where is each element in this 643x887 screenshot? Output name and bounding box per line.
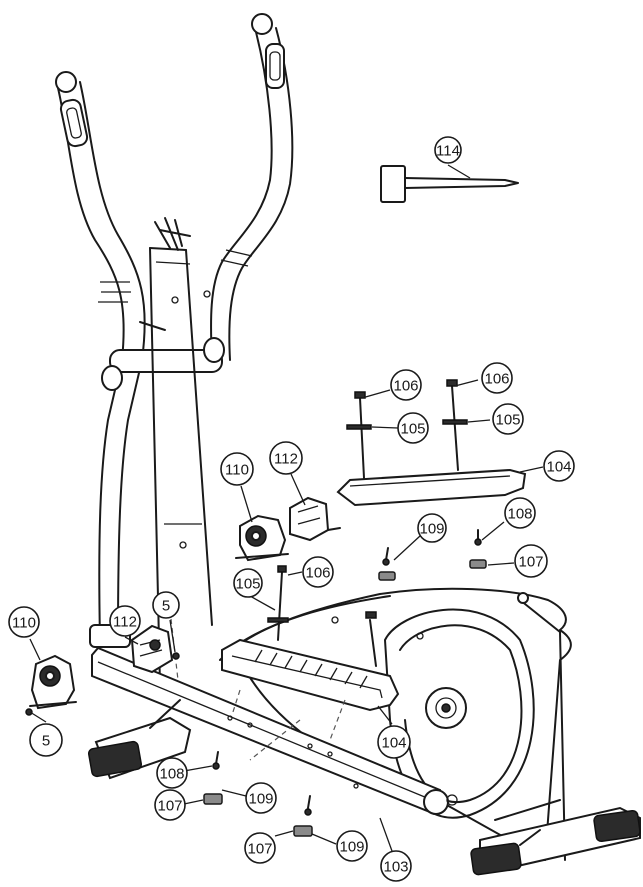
callout-107c: 107	[244, 832, 276, 864]
right-handlebar	[210, 13, 294, 361]
hammer-tool	[380, 165, 519, 203]
callout-112a-label: 112	[274, 451, 298, 468]
callout-108b: 108	[156, 757, 188, 789]
callout-106a: 106	[390, 369, 422, 401]
callout-105a-label: 105	[400, 421, 425, 438]
callout-110a: 110	[220, 452, 254, 486]
leader-lines	[29, 164, 544, 852]
callout-5a: 5	[152, 591, 180, 619]
callout-107a: 107	[514, 544, 548, 578]
callout-104b: 104	[377, 725, 411, 759]
callout-103: 103	[380, 850, 412, 882]
callout-109b-label: 109	[248, 791, 273, 808]
callout-108a: 108	[504, 497, 536, 529]
callout-5a-label: 5	[162, 598, 170, 615]
callout-108a-label: 108	[507, 506, 532, 523]
callout-107b-label: 107	[157, 798, 182, 815]
callout-109a-label: 109	[419, 521, 444, 538]
callout-105c: 105	[233, 568, 263, 598]
main-rail	[91, 646, 458, 815]
callout-106b-label: 106	[484, 371, 509, 388]
pedal	[221, 565, 400, 712]
top-covers	[336, 379, 527, 507]
callout-5b: 5	[29, 723, 63, 757]
callout-114: 114	[434, 136, 462, 164]
callout-112a: 112	[269, 441, 303, 475]
end-cap-left	[130, 624, 174, 674]
callout-104a-label: 104	[546, 459, 571, 476]
callout-107c-label: 107	[247, 841, 272, 858]
callout-106c-label: 106	[305, 565, 330, 582]
callout-109a: 109	[417, 513, 447, 543]
callout-109c: 109	[336, 830, 368, 862]
callout-110b-label: 110	[12, 615, 36, 632]
callout-112b: 112	[109, 605, 141, 637]
callout-109c-label: 109	[339, 839, 364, 856]
callout-105c-label: 105	[235, 576, 260, 593]
front-stabilizer	[87, 699, 192, 780]
callout-109b: 109	[245, 782, 277, 814]
callout-108b-label: 108	[159, 766, 184, 783]
callout-105b: 105	[492, 403, 524, 435]
alignment-lines	[169, 609, 346, 761]
callout-114-label: 114	[436, 143, 460, 160]
callout-110a-label: 110	[225, 462, 249, 479]
left-handlebar	[55, 71, 146, 648]
callout-105b-label: 105	[495, 412, 520, 429]
pivot-axle	[101, 337, 225, 391]
hardware	[25, 529, 487, 837]
wheel-cover-right	[235, 514, 289, 562]
callout-103-label: 103	[383, 859, 408, 876]
callout-107a-label: 107	[518, 554, 543, 571]
callout-105a: 105	[397, 412, 429, 444]
callout-104a: 104	[543, 450, 575, 482]
callout-106b: 106	[481, 362, 513, 394]
callout-106a-label: 106	[393, 378, 418, 395]
wheel-cover-left	[29, 654, 77, 710]
main-upright	[139, 217, 213, 686]
callout-5b-label: 5	[42, 733, 50, 750]
rear-stabilizer	[470, 799, 641, 876]
callout-107b: 107	[154, 789, 186, 821]
end-cap-right	[289, 496, 341, 542]
callout-112b-label: 112	[113, 614, 137, 631]
callout-104b-label: 104	[381, 735, 406, 752]
callout-110b: 110	[8, 606, 40, 638]
callout-106c: 106	[302, 556, 334, 588]
